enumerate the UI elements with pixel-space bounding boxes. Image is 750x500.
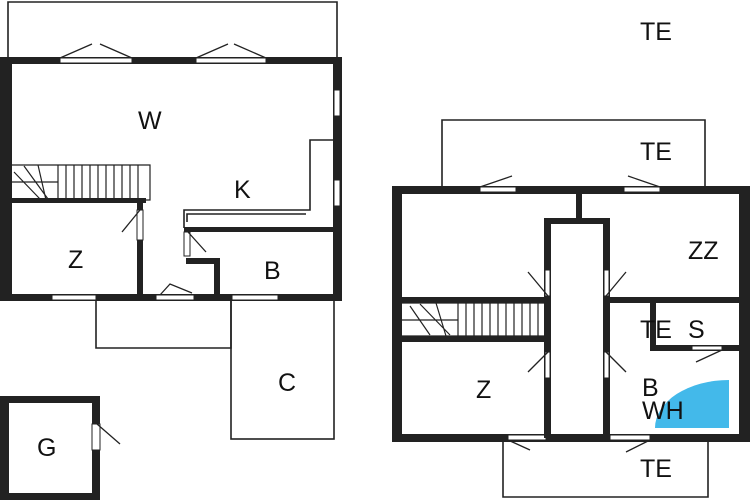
ground-room-z-door bbox=[136, 209, 144, 241]
upper-floor-plan: TE TE ZZ TE S Z B WH TE bbox=[392, 18, 750, 498]
ground-bath-door-swing bbox=[187, 231, 207, 253]
ground-window-right-2 bbox=[333, 179, 341, 207]
ground-room-z-door-swing bbox=[121, 209, 141, 233]
sauna-door-swing bbox=[695, 349, 723, 363]
corridor-door-left-1-swing bbox=[527, 271, 549, 297]
ground-wall-bath-top bbox=[184, 227, 336, 232]
label-sauna-s: S bbox=[688, 316, 705, 344]
label-upper-bath: B bbox=[642, 374, 659, 402]
upper-wall-left bbox=[392, 186, 402, 442]
label-garage: G bbox=[37, 434, 56, 462]
corridor-wall-right bbox=[603, 218, 610, 438]
label-ground-bath: B bbox=[264, 257, 281, 285]
upper-window-top-2 bbox=[623, 186, 661, 193]
upper-terrace-door-1 bbox=[479, 175, 513, 188]
upper-partition-top bbox=[576, 190, 582, 218]
upper-door-bottom-2 bbox=[609, 434, 651, 441]
label-sauna-te: TE bbox=[640, 316, 672, 344]
label-carport: C bbox=[278, 369, 296, 397]
garage-wall-left bbox=[0, 396, 9, 500]
ground-wall-top bbox=[0, 57, 342, 64]
sauna-door bbox=[691, 345, 723, 351]
upper-wall-top bbox=[392, 186, 750, 194]
ground-terrace-door-1 bbox=[59, 43, 133, 59]
upper-staircase bbox=[402, 302, 544, 337]
upper-wall-right bbox=[739, 186, 750, 442]
kitchen-counter bbox=[183, 139, 333, 228]
corridor-door-right-1-swing bbox=[605, 271, 627, 297]
label-terrace-mid: TE bbox=[640, 138, 672, 166]
label-upper-room: Z bbox=[476, 376, 491, 404]
upper-wall-room-z-top bbox=[392, 297, 544, 303]
corridor-wall-left bbox=[544, 218, 551, 438]
ground-window-top-1 bbox=[59, 57, 133, 64]
garage-plan: G bbox=[0, 396, 121, 500]
garage-wall-bottom bbox=[0, 493, 100, 500]
upper-wall-bottom bbox=[392, 434, 750, 442]
ground-wall-bath-left bbox=[214, 258, 220, 298]
ground-window-bottom-1 bbox=[51, 294, 97, 301]
ground-bath-door bbox=[183, 231, 191, 257]
upper-wall-zz-bottom bbox=[610, 297, 744, 303]
garage-door-opening bbox=[91, 423, 101, 451]
label-upper-living: ZZ bbox=[688, 237, 719, 265]
upper-door-bottom-1 bbox=[507, 434, 547, 441]
ground-window-right-1 bbox=[333, 89, 341, 117]
corridor-door-left-1 bbox=[544, 269, 551, 297]
upper-wall-room-z-lower bbox=[392, 336, 544, 342]
ground-staircase bbox=[12, 164, 151, 201]
label-whirlpool: WH bbox=[642, 397, 684, 425]
corridor-door-left-2-swing bbox=[527, 351, 549, 373]
ground-window-top-2 bbox=[195, 57, 267, 64]
corridor-wall-top bbox=[544, 218, 610, 224]
upper-door-bottom-2-swing bbox=[625, 439, 651, 453]
corridor-door-right-1 bbox=[603, 269, 610, 297]
ground-wall-room-z-top bbox=[10, 198, 146, 203]
kitchen-counter-inner bbox=[186, 213, 306, 222]
upper-window-top-1 bbox=[479, 186, 517, 193]
corridor-door-right-2 bbox=[603, 351, 610, 379]
label-living-room: W bbox=[138, 107, 162, 135]
ground-terrace-outline bbox=[7, 1, 338, 58]
ground-window-bottom-2 bbox=[231, 294, 279, 301]
garage-wall-top bbox=[0, 396, 100, 403]
sauna-wall-left bbox=[650, 300, 656, 350]
ground-terrace-door-2 bbox=[195, 43, 267, 59]
label-terrace-bottom: TE bbox=[640, 455, 672, 483]
upper-terrace-door-2 bbox=[627, 175, 661, 188]
ground-wall-right bbox=[333, 57, 342, 301]
corridor-door-right-2-swing bbox=[605, 351, 627, 373]
label-ground-room: Z bbox=[68, 246, 83, 274]
ground-wall-bath-corner bbox=[186, 258, 220, 264]
ground-entrance-door bbox=[159, 283, 193, 296]
label-terrace-top: TE bbox=[640, 18, 672, 46]
upper-terrace-bottom-outline bbox=[502, 440, 709, 498]
label-kitchen: K bbox=[234, 176, 251, 204]
whirlpool-tub bbox=[655, 380, 729, 428]
entrance-annex bbox=[95, 298, 232, 349]
ground-entrance-opening bbox=[155, 294, 195, 301]
ground-wall-left bbox=[0, 57, 12, 301]
ground-wall-room-z-right bbox=[137, 198, 143, 298]
upper-door-bottom-1-swing bbox=[507, 439, 531, 451]
ground-floor-plan: W K Z B C bbox=[0, 1, 342, 440]
garage-door-swing bbox=[96, 423, 121, 445]
corridor-door-left-2 bbox=[544, 351, 551, 379]
upper-terrace-top-outline bbox=[441, 119, 706, 186]
